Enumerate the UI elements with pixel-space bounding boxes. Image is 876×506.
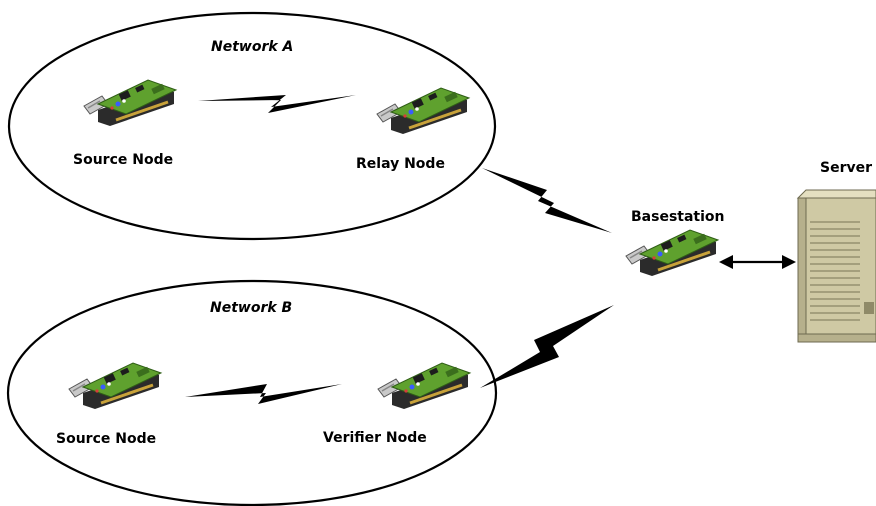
double-headed-arrow-icon bbox=[719, 255, 796, 269]
network-a-source-node-wireless-sensor-mote-icon bbox=[82, 78, 178, 128]
network-b-source-node-wireless-sensor-mote-icon bbox=[67, 361, 163, 411]
link-a-lightning-bolt-icon bbox=[198, 95, 356, 113]
basestation-wireless-sensor-mote-icon bbox=[624, 228, 720, 278]
network-a-source-node-label: Source Node bbox=[73, 152, 174, 168]
network-a-title: Network A bbox=[211, 39, 294, 55]
verifier-to-basestation-lightning-bolt-icon bbox=[480, 305, 614, 388]
relay-to-basestation-lightning-bolt-icon bbox=[482, 168, 612, 233]
network-b-title: Network B bbox=[210, 300, 293, 316]
network-a-relay-node-label: Relay Node bbox=[356, 156, 445, 172]
network-b-source-node-label: Source Node bbox=[56, 431, 157, 447]
network-a-relay-node-wireless-sensor-mote-icon bbox=[375, 86, 471, 136]
server-tower-icon bbox=[796, 189, 876, 343]
network-b-boundary bbox=[6, 279, 498, 506]
link-b-lightning-bolt-icon bbox=[185, 384, 342, 404]
server-label: Server bbox=[820, 160, 873, 176]
basestation-label: Basestation bbox=[631, 209, 725, 225]
network-a-boundary bbox=[7, 11, 497, 241]
network-b-verifier-node-label: Verifier Node bbox=[323, 430, 427, 446]
network-b-verifier-node-wireless-sensor-mote-icon bbox=[376, 361, 472, 411]
